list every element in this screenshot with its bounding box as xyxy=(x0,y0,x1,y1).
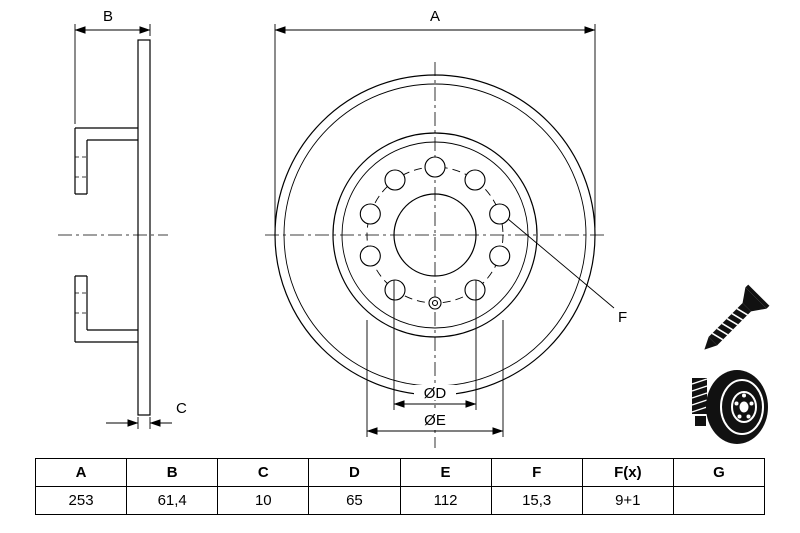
table-value-g xyxy=(672,486,766,515)
dimension-e: ØE xyxy=(366,320,504,437)
center-bore-circle xyxy=(393,193,477,277)
dimension-c: C xyxy=(106,400,187,429)
callout-f: F xyxy=(507,218,627,326)
brake-disc-icon xyxy=(691,370,768,444)
table-header-d: D xyxy=(308,458,401,487)
table-value-e: 112 xyxy=(399,486,492,515)
hub-sleeve-icon xyxy=(691,378,708,426)
table-value-d: 65 xyxy=(308,486,401,515)
hub-bore-edges xyxy=(75,193,87,277)
table-header-b: B xyxy=(126,458,219,487)
hat-rim-circle xyxy=(341,141,529,329)
friction-ring-section xyxy=(137,39,151,416)
table-header-f: F xyxy=(490,458,583,487)
spec-table-value-row: 253 61,4 10 65 112 15,3 9+1 xyxy=(34,486,766,515)
table-header-e: E xyxy=(399,458,492,487)
dim-e-label-bg xyxy=(414,412,456,427)
side-view xyxy=(58,39,168,416)
dim-c-label: C xyxy=(176,400,187,417)
dim-f-label: F xyxy=(618,309,627,326)
table-header-fx: F(x) xyxy=(581,458,674,487)
dim-d-label-bg xyxy=(414,385,456,400)
dim-d-label: ØD xyxy=(424,385,447,402)
technical-drawing: B C xyxy=(58,8,770,448)
table-header-c: C xyxy=(217,458,310,487)
dim-a-label: A xyxy=(430,8,440,25)
table-value-f: 15,3 xyxy=(490,486,583,515)
dim-e-label: ØE xyxy=(424,412,446,429)
table-value-b: 61,4 xyxy=(126,486,219,515)
bolt-holes xyxy=(359,156,511,301)
locating-hole xyxy=(428,296,442,310)
table-header-a: A xyxy=(34,458,128,487)
table-value-fx: 9+1 xyxy=(581,486,674,515)
table-value-a: 253 xyxy=(34,486,128,515)
spec-table: A B C D E F F(x) G 253 61,4 10 65 112 15… xyxy=(34,458,766,515)
table-value-c: 10 xyxy=(217,486,310,515)
dimension-d: ØD xyxy=(393,280,477,410)
hat-outer-circle xyxy=(332,132,538,338)
spec-table-header-row: A B C D E F F(x) G xyxy=(34,458,766,487)
dimension-a: A xyxy=(274,8,596,228)
dimension-b: B xyxy=(74,8,151,124)
table-header-g: G xyxy=(672,458,766,487)
countersunk-screw-icon xyxy=(704,284,770,350)
dim-b-label: B xyxy=(103,8,113,25)
